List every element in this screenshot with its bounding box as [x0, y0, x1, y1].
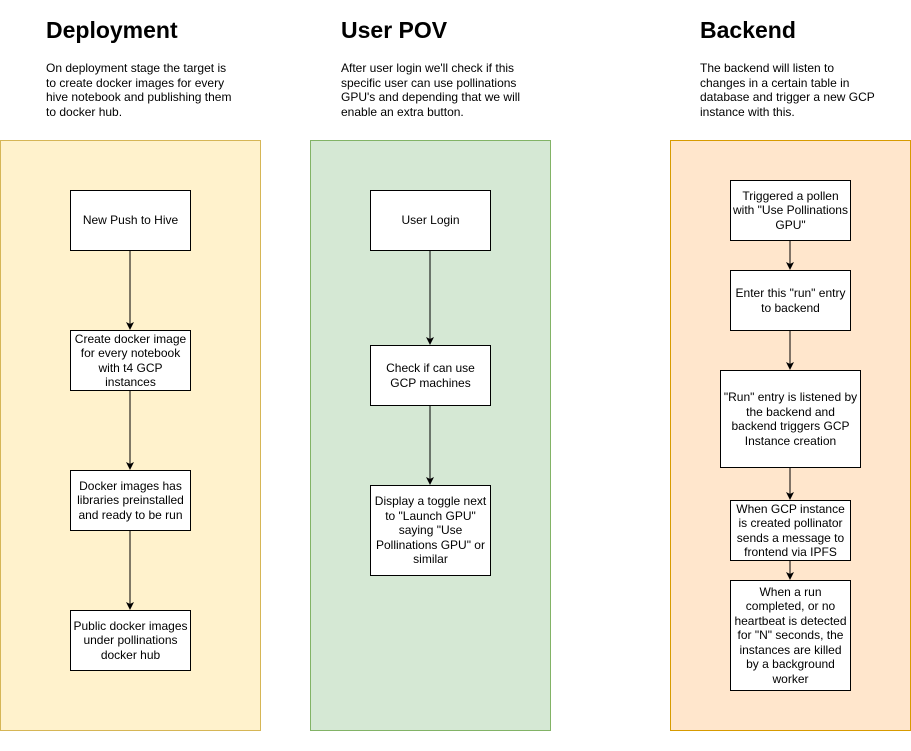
user-pov-description: After user login we'll check if this spe… [341, 61, 521, 119]
user-pov-title: User POV [341, 17, 448, 43]
deployment-step-new-push: New Push to Hive [70, 190, 191, 251]
user-step-display-toggle: Display a toggle next to "Launch GPU" sa… [370, 485, 491, 576]
deployment-description: On deployment stage the target is to cre… [46, 61, 232, 119]
backend-title: Backend [700, 17, 796, 43]
user-step-login: User Login [370, 190, 491, 251]
deployment-step-libraries: Docker images has libraries preinstalled… [70, 470, 191, 531]
backend-description: The backend will listen to changes in a … [700, 61, 875, 119]
backend-step-enter-run: Enter this "run" entry to backend [730, 270, 851, 331]
backend-step-run-listened: "Run" entry is listened by the backend a… [720, 370, 861, 468]
user-step-check-gcp: Check if can use GCP machines [370, 345, 491, 406]
backend-step-run-completed: When a run completed, or no heartbeat is… [730, 580, 851, 691]
backend-step-triggered-pollen: Triggered a pollen with "Use Pollination… [730, 180, 851, 241]
deployment-title: Deployment [46, 17, 178, 43]
deployment-step-public-images: Public docker images under pollinations … [70, 610, 191, 671]
backend-step-gcp-created: When GCP instance is created pollinator … [730, 500, 851, 561]
deployment-step-create-image: Create docker image for every notebook w… [70, 330, 191, 391]
